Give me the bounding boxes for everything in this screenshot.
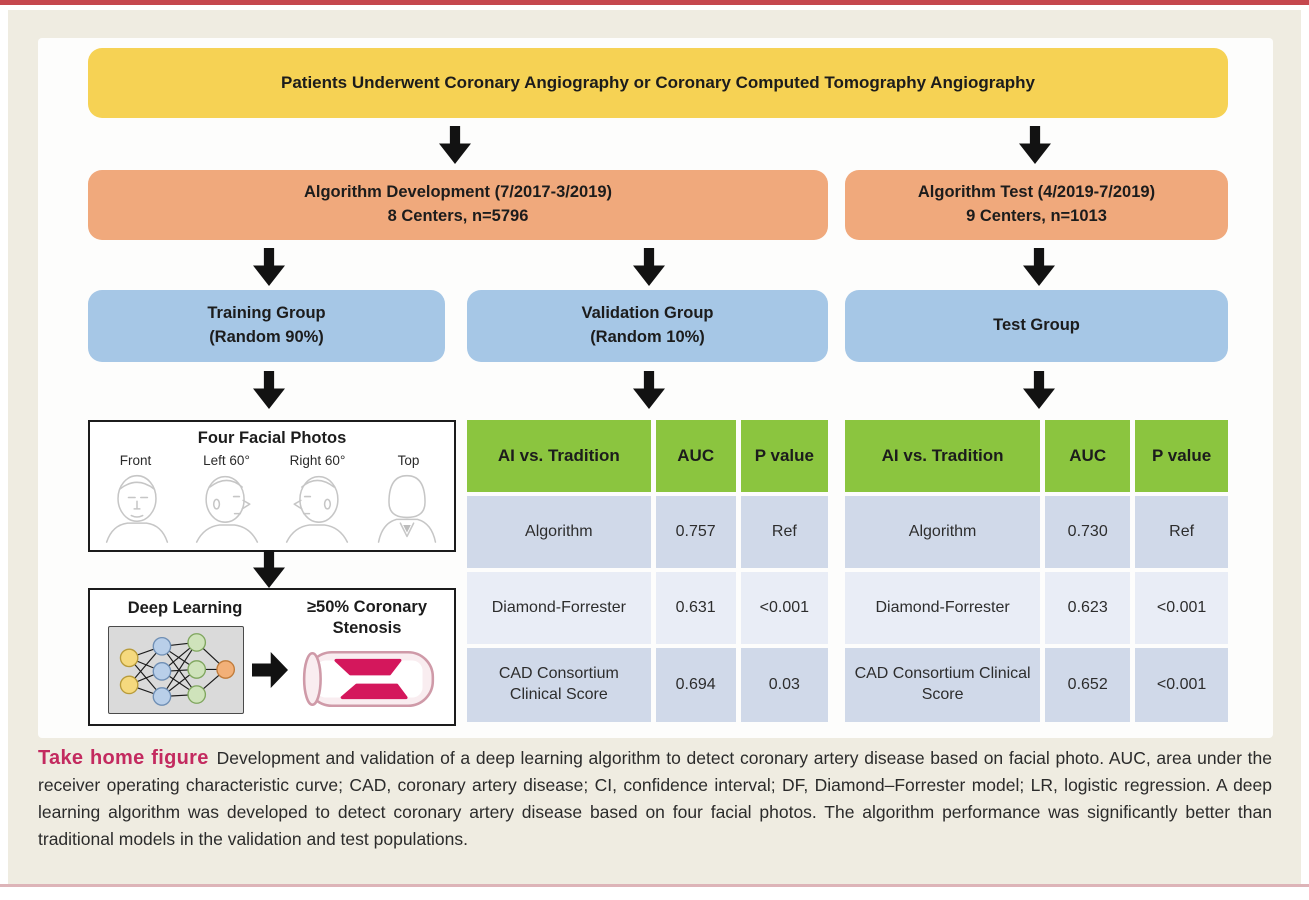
view-label-front: Front [119,453,152,468]
patients-banner-label: Patients Underwent Coronary Angiography … [280,72,1036,92]
caption-text: Development and validation of a deep lea… [38,748,1272,849]
column-header: AUC [1045,420,1131,492]
column-header: P value [740,420,828,492]
stenosis-label-line1: ≥50% Coronary [306,598,427,616]
training-group-line2: (Random 90%) [209,328,324,346]
table-cell-auc: 0.652 [1045,648,1131,722]
arrow-right-icon [252,652,288,688]
table-cell-model: CAD Consortium Clinical Score [467,648,651,722]
test-group-line1: Test Group [993,316,1080,335]
table-cell-p: Ref [1135,496,1228,568]
deep-learning-title: Deep Learning [127,599,243,617]
table-cell-p: Ref [740,496,828,568]
table-cell-auc: 0.694 [655,648,736,722]
caption-label: Take home figure [38,747,209,769]
bottom-red-rule [0,884,1309,887]
validation-group-line1: Validation Group [581,304,714,323]
table-cell-p: 0.03 [740,648,828,722]
training-group-line1: Training Group [207,304,326,323]
table-cell-p: <0.001 [1135,648,1228,722]
algorithm-development-box: Algorithm Development (7/2017-3/2019) 8 … [88,170,828,240]
deep-learning-box: Deep Learning ≥50% Coronary Stenosis [88,588,456,726]
left-60-face-sketch-icon [182,470,272,544]
right-60-face-sketch-icon [272,470,362,544]
table-cell-auc: 0.631 [655,572,736,644]
top-red-rule [0,0,1309,5]
column-header: P value [1135,420,1228,492]
column-header: AI vs. Tradition [467,420,651,492]
validation-group-box: Validation Group (Random 10%) [467,290,828,362]
neural-network-icon [108,626,244,714]
facial-sketches [92,470,452,544]
table-cell-auc: 0.730 [1045,496,1131,568]
stenosis-label-line2: Stenosis [332,618,402,637]
algorithm-development-line1: Algorithm Development (7/2017-3/2019) [303,183,613,202]
view-label-top: Top [397,453,420,468]
algorithm-development-line2: 8 Centers, n=5796 [387,207,529,225]
view-label-left60: Left 60° [203,453,250,468]
table-cell-model: Diamond-Forrester [845,572,1041,644]
algorithm-test-box: Algorithm Test (4/2019-7/2019) 9 Centers… [845,170,1228,240]
column-header: AUC [655,420,736,492]
stenosis-label: ≥50% Coronary Stenosis [288,597,446,638]
column-header: AI vs. Tradition [845,420,1041,492]
table-cell-auc: 0.623 [1045,572,1131,644]
validation-group-line2: (Random 10%) [590,328,705,346]
training-group-box: Training Group (Random 90%) [88,290,445,362]
view-label-right60: Right 60° [289,453,346,468]
table-cell-p: <0.001 [1135,572,1228,644]
validation-performance-table: AI vs. Tradition AUC P value Algorithm 0… [467,420,828,722]
patients-banner: Patients Underwent Coronary Angiography … [88,48,1228,118]
table-cell-model: Algorithm [467,496,651,568]
four-facial-photos-title: Four Facial Photos [197,429,347,447]
stenosed-artery-icon [296,644,442,719]
table-cell-p: <0.001 [740,572,828,644]
table-cell-model: Algorithm [845,496,1041,568]
algorithm-test-line1: Algorithm Test (4/2019-7/2019) [917,183,1156,202]
facial-view-labels: Front Left 60° Right 60° Top [90,453,454,468]
table-cell-auc: 0.757 [655,496,736,568]
test-performance-table: AI vs. Tradition AUC P value Algorithm 0… [845,420,1228,722]
top-head-sketch-icon [362,470,452,544]
algorithm-test-line2: 9 Centers, n=1013 [966,207,1107,225]
test-group-box: Test Group [845,290,1228,362]
table-cell-model: Diamond-Forrester [467,572,651,644]
table-cell-model: CAD Consortium Clinical Score [845,648,1041,722]
four-facial-photos-box: Four Facial Photos Front Left 60° Right … [88,420,456,552]
front-face-sketch-icon [92,470,182,544]
